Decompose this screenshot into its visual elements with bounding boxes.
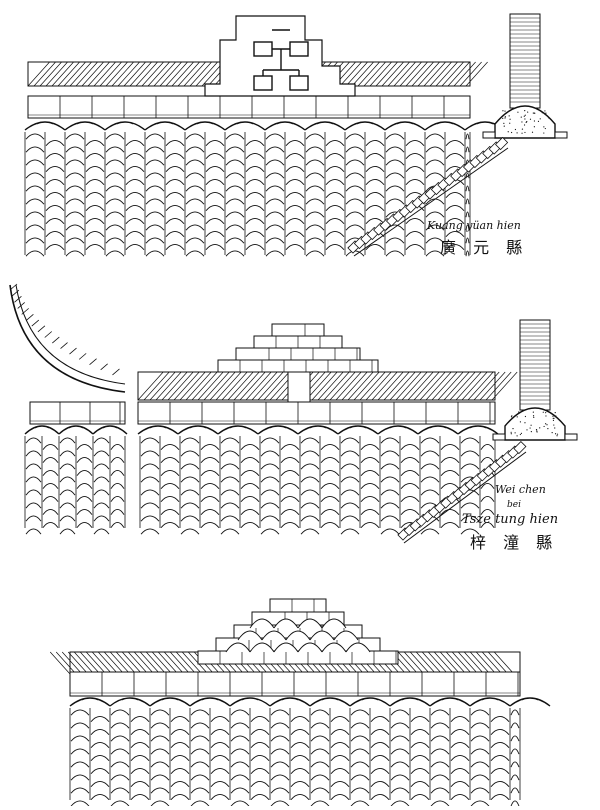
caption-kuang-yuan-romanized: Kuang yüan hien [427,219,521,232]
caption-tsze-tung-romanized: Tsze tung hien [462,512,558,527]
caption-tsze-tung-chinese: 梓 潼 縣 [470,529,558,553]
caption-bei: bei [507,500,521,510]
plate-tsze-tung [10,284,577,543]
plate-three [50,599,550,806]
caption-wei-chen: Wei chen [495,483,546,496]
caption-kuang-yuan-chinese: 廣 元 縣 [440,234,528,258]
